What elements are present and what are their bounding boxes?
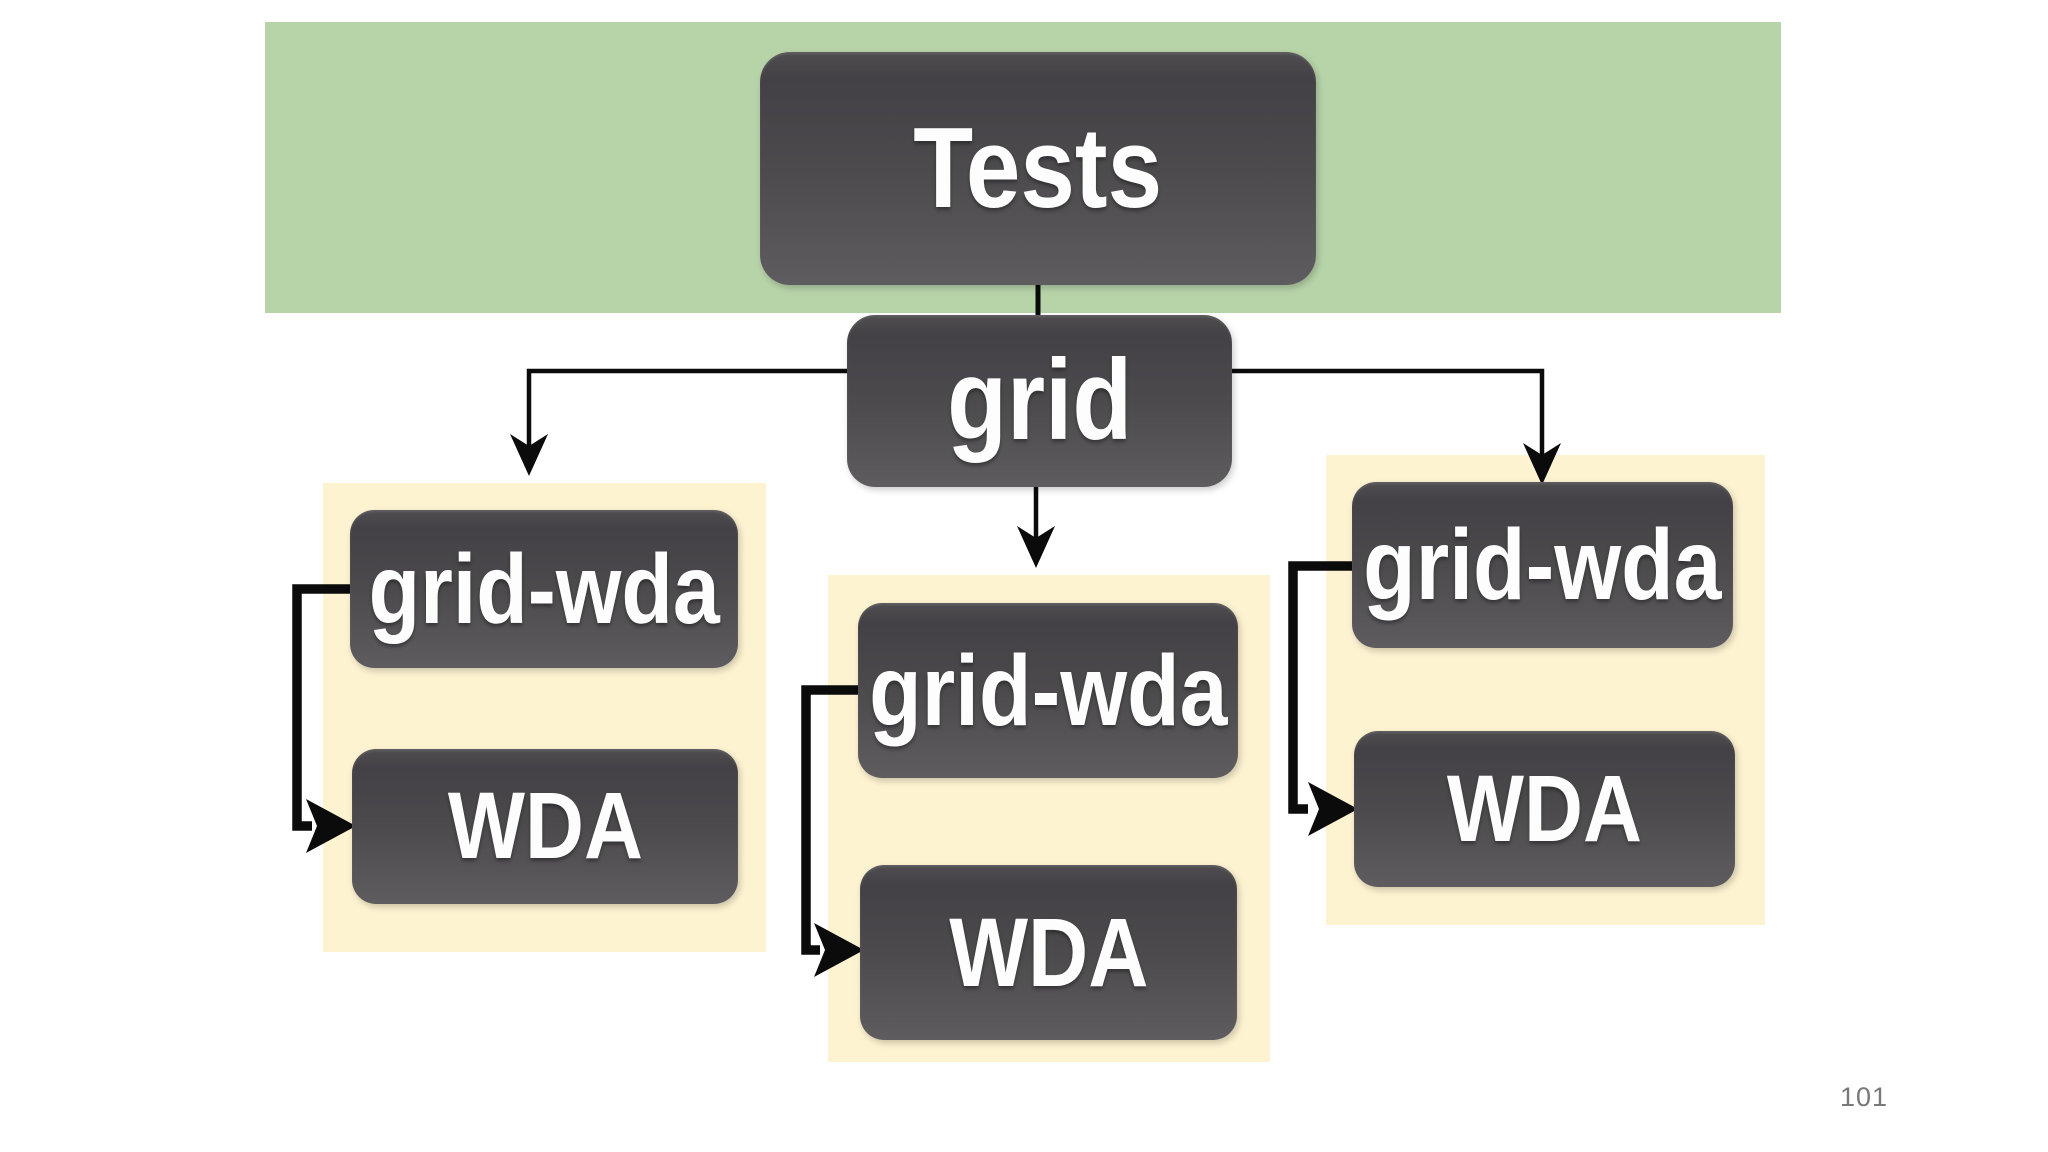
connector-grid-to-left (526, 368, 852, 452)
connector-right-gridwda-to-wda (1288, 561, 1358, 814)
node-tests-label: Tests (913, 104, 1163, 232)
arrowhead-right-down-icon (1523, 443, 1561, 485)
arrowhead-left-down-icon (510, 434, 548, 476)
node-grid-wda-right: grid-wda (1352, 482, 1733, 648)
page-number: 101 (1840, 1082, 1889, 1112)
connector-grid-to-right (1228, 368, 1545, 460)
arrowhead-right-hook-icon (1308, 782, 1358, 836)
node-grid-wda-right-label: grid-wda (1363, 509, 1722, 621)
node-grid-wda-center-label: grid-wda (868, 634, 1228, 747)
node-grid-wda-left: grid-wda (350, 510, 738, 668)
node-wda-center-label: WDA (948, 898, 1149, 1007)
node-wda-right: WDA (1354, 731, 1735, 887)
arrowhead-center-down-icon (1017, 526, 1055, 568)
node-grid-label: grid (946, 337, 1133, 464)
node-wda-left-label: WDA (447, 773, 643, 879)
connector-left-gridwda-to-wda (292, 584, 358, 831)
node-wda-left: WDA (352, 749, 738, 904)
connector-center-gridwda-to-wda (801, 685, 864, 955)
node-grid: grid (847, 315, 1232, 487)
node-tests: Tests (760, 52, 1316, 285)
node-wda-center: WDA (860, 865, 1237, 1040)
node-grid-wda-left-label: grid-wda (368, 534, 720, 644)
node-grid-wda-center: grid-wda (858, 603, 1238, 778)
arrowhead-left-hook-icon (306, 799, 356, 853)
arrowhead-center-hook-icon (814, 923, 864, 977)
node-wda-right-label: WDA (1446, 755, 1643, 862)
